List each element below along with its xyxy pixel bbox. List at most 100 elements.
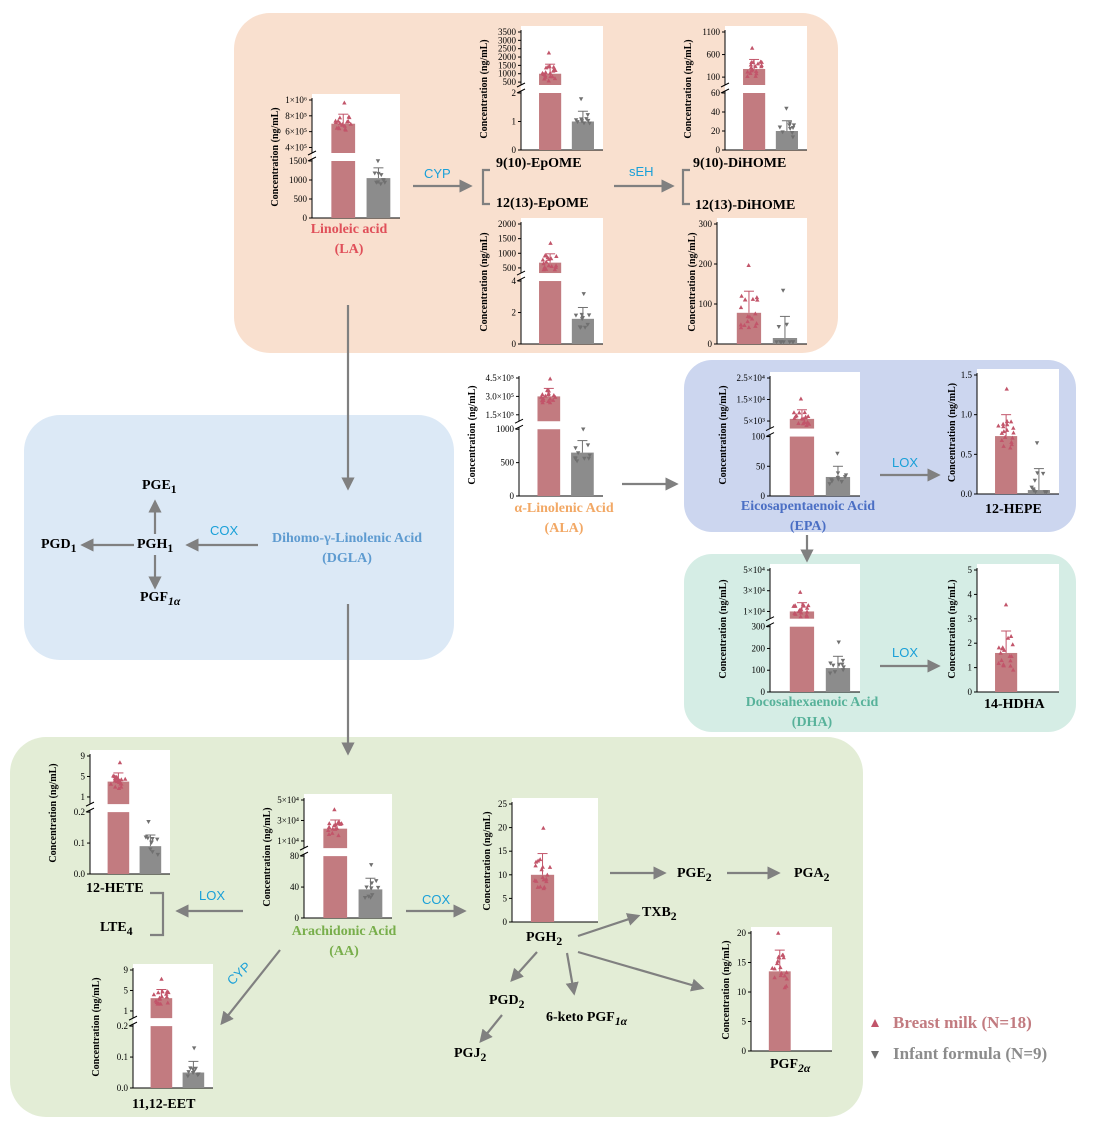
data-point-icon bbox=[123, 776, 128, 781]
chart-plot-area bbox=[512, 798, 598, 922]
data-point-icon bbox=[738, 322, 744, 327]
y-axis-title: Concentration (ng/mL) bbox=[718, 385, 729, 484]
data-point-icon bbox=[334, 125, 340, 130]
axis-break-icon bbox=[765, 616, 775, 628]
data-point-icon bbox=[540, 400, 545, 405]
y-tick-label: 0 bbox=[761, 491, 766, 501]
data-point-icon bbox=[796, 421, 801, 426]
y-tick-label: 2000 bbox=[498, 219, 517, 229]
data-point-icon bbox=[738, 325, 744, 330]
data-point-icon bbox=[840, 668, 846, 673]
data-point-icon bbox=[738, 305, 744, 310]
data-point-icon bbox=[1044, 490, 1049, 495]
data-point-icon bbox=[334, 825, 340, 830]
data-point-icon bbox=[375, 180, 381, 185]
y-tick-label: 0 bbox=[716, 145, 721, 155]
data-point-icon bbox=[759, 62, 764, 67]
data-point-icon bbox=[340, 122, 345, 127]
data-point-icon bbox=[543, 74, 548, 79]
y-tick-label: 2.5×10⁴ bbox=[737, 373, 765, 383]
data-point-icon bbox=[575, 451, 581, 456]
y-axis-title: Concentration (ng/mL) bbox=[479, 232, 490, 331]
data-point-icon bbox=[753, 323, 758, 328]
data-point-icon bbox=[791, 123, 797, 128]
data-point-icon bbox=[108, 781, 114, 786]
bar bbox=[775, 131, 798, 150]
data-point-icon bbox=[330, 830, 335, 835]
data-point-icon bbox=[798, 610, 804, 615]
data-point-icon bbox=[827, 482, 832, 487]
data-point-icon bbox=[155, 852, 161, 857]
data-point-icon bbox=[155, 837, 160, 842]
data-point-icon bbox=[1010, 435, 1015, 440]
data-point-icon bbox=[753, 311, 758, 316]
y-axis-title: Concentration (ng/mL) bbox=[947, 579, 958, 678]
y-tick-label: 8×10⁵ bbox=[285, 111, 307, 121]
data-point-icon bbox=[548, 240, 553, 245]
y-tick-label: 5 bbox=[742, 1017, 747, 1027]
y-tick-label: 3500 bbox=[498, 27, 517, 37]
data-point-icon bbox=[347, 115, 352, 120]
data-point-icon bbox=[1003, 602, 1009, 607]
y-tick-label: 4 bbox=[968, 589, 973, 599]
data-point-icon bbox=[540, 392, 545, 397]
data-point-icon bbox=[188, 1066, 193, 1071]
data-point-icon bbox=[143, 835, 149, 840]
data-point-icon bbox=[585, 322, 590, 327]
y-tick-label: 1.5×10⁴ bbox=[737, 395, 765, 405]
data-point-icon bbox=[375, 159, 381, 164]
y-tick-label: 3×10⁴ bbox=[277, 815, 299, 825]
y-tick-label: 1.5×10⁵ bbox=[486, 410, 514, 420]
data-point-icon bbox=[1009, 442, 1014, 447]
lox-enzyme-label-epa: LOX bbox=[892, 455, 919, 470]
data-point-icon bbox=[374, 879, 379, 884]
data-point-icon bbox=[540, 257, 546, 262]
y-tick-label: 0.1 bbox=[74, 838, 85, 848]
seh-enzyme-label: sEH bbox=[629, 164, 654, 179]
data-point-icon bbox=[113, 784, 118, 789]
data-point-icon bbox=[784, 983, 789, 988]
data-point-icon bbox=[791, 410, 797, 415]
ala-chart: Concentration (ng/mL)1.5×10⁵3.0×10⁵4.5×1… bbox=[467, 372, 603, 501]
data-point-icon bbox=[806, 421, 812, 426]
axis-break-icon bbox=[720, 82, 730, 94]
data-point-icon bbox=[381, 178, 386, 183]
pga2-label: PGA2 bbox=[794, 866, 830, 884]
y-tick-label: 0 bbox=[303, 213, 308, 223]
pgf2a-label: PGF2α bbox=[770, 1057, 811, 1075]
y-tick-label: 200 bbox=[752, 643, 766, 653]
data-point-icon bbox=[774, 340, 779, 345]
data-point-icon bbox=[579, 312, 584, 317]
data-point-icon bbox=[543, 70, 548, 75]
data-point-icon bbox=[787, 126, 793, 131]
pgh2-label: PGH2 bbox=[526, 930, 563, 948]
data-point-icon bbox=[578, 325, 583, 330]
data-point-icon bbox=[546, 50, 552, 55]
bar bbox=[150, 1026, 173, 1088]
la-label: Linoleic acid(LA) bbox=[310, 222, 388, 257]
y-tick-label: 0.2 bbox=[117, 1021, 128, 1031]
data-point-icon bbox=[326, 824, 332, 829]
data-point-icon bbox=[803, 414, 808, 419]
axis-break-icon bbox=[514, 418, 524, 430]
data-point-icon bbox=[546, 391, 551, 396]
y-tick-label: 1500 bbox=[289, 156, 308, 166]
data-point-icon bbox=[1004, 418, 1010, 423]
data-point-icon bbox=[745, 73, 750, 78]
data-point-icon bbox=[156, 1001, 162, 1006]
data-point-icon bbox=[585, 443, 591, 448]
data-point-icon bbox=[547, 396, 553, 401]
y-tick-label: 1500 bbox=[498, 60, 517, 70]
data-point-icon bbox=[573, 446, 578, 451]
data-point-icon bbox=[745, 314, 751, 319]
data-point-icon bbox=[801, 603, 807, 608]
data-point-icon bbox=[551, 64, 556, 69]
data-point-icon bbox=[117, 760, 123, 765]
data-point-icon bbox=[581, 121, 587, 126]
data-point-icon bbox=[148, 847, 153, 852]
bar bbox=[539, 73, 562, 85]
data-point-icon bbox=[840, 662, 845, 667]
y-tick-label: 9 bbox=[124, 965, 129, 975]
y-tick-label: 0.0 bbox=[961, 489, 973, 499]
